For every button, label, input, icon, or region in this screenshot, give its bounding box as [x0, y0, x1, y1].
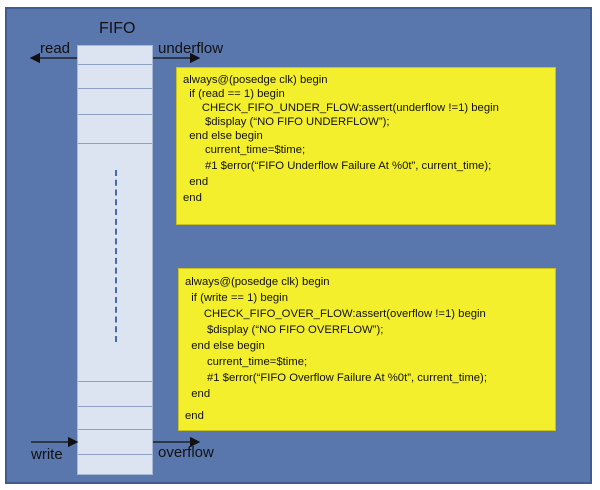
- code-line: end else begin: [185, 340, 265, 352]
- fifo-continuation-dashes: [115, 170, 117, 342]
- code-line: current_time=$time;: [185, 356, 308, 368]
- fifo-cell-divider: [78, 88, 152, 89]
- underflow-label: underflow: [158, 40, 224, 57]
- fifo-cell-divider: [78, 114, 152, 115]
- fifo-cell-divider: [78, 381, 152, 382]
- code-line: end: [183, 176, 209, 188]
- code-line: $display (“NO FIFO OVERFLOW”);: [185, 324, 384, 336]
- fifo-cell-divider: [78, 406, 152, 407]
- fifo-title: FIFO: [99, 20, 136, 37]
- code-line: always@(posedge clk) begin: [183, 74, 328, 86]
- fifo-cell-divider: [78, 454, 152, 455]
- fifo-cell-divider: [78, 143, 152, 144]
- write-label: write: [31, 446, 63, 463]
- fifo-cell-divider: [78, 429, 152, 430]
- code-line: always@(posedge clk) begin: [185, 276, 330, 288]
- overflow-label: overflow: [158, 444, 214, 461]
- code-line: CHECK_FIFO_OVER_FLOW:assert(overflow !=1…: [185, 308, 486, 320]
- code-line: end: [185, 410, 204, 422]
- code-line: if (read == 1) begin: [183, 88, 285, 100]
- code-line: end else begin: [183, 130, 263, 142]
- fifo-column: [77, 45, 153, 475]
- code-line: #1 $error(“FIFO Underflow Failure At %0t…: [183, 160, 492, 172]
- code-line: end: [183, 192, 202, 204]
- code-line: CHECK_FIFO_UNDER_FLOW:assert(underflow !…: [183, 102, 499, 114]
- code-line: #1 $error(“FIFO Overflow Failure At %0t”…: [185, 372, 487, 384]
- code-line: current_time=$time;: [183, 144, 306, 156]
- overflow-assertion-code: always@(posedge clk) begin if (write == …: [178, 268, 556, 431]
- read-label: read: [40, 40, 71, 57]
- code-line: if (write == 1) begin: [185, 292, 288, 304]
- code-line: $display (“NO FIFO UNDERFLOW”);: [183, 116, 390, 128]
- fifo-cell-divider: [78, 64, 152, 65]
- code-line: end: [185, 388, 211, 400]
- underflow-assertion-code: always@(posedge clk) begin if (read == 1…: [176, 67, 556, 225]
